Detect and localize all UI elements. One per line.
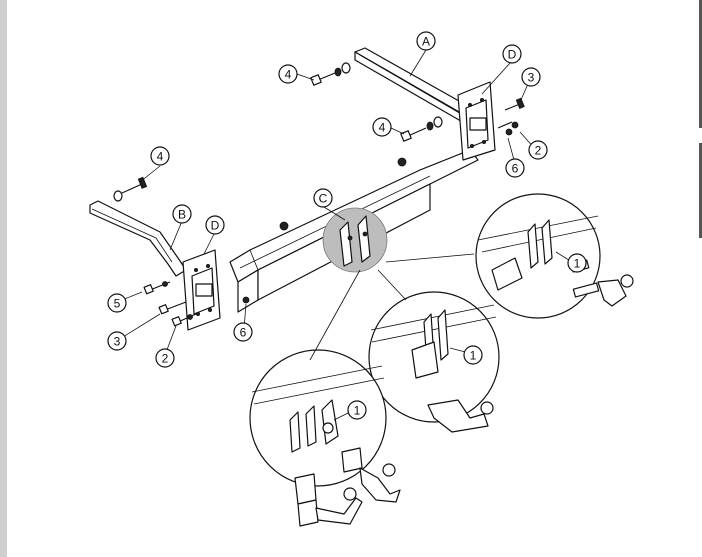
callout-5: 5 <box>107 293 127 313</box>
callout-4-top-label: 4 <box>285 68 292 82</box>
callout-d-left: D <box>205 215 225 235</box>
callout-2-left-label: 2 <box>162 352 169 366</box>
detail-circle-upper-right <box>475 193 634 319</box>
callout-6-right-label: 6 <box>512 162 519 176</box>
callout-a-label: A <box>422 35 430 49</box>
bracket-a <box>354 47 476 125</box>
callout-d-right-label: D <box>508 48 517 62</box>
detail-circle-middle <box>368 291 500 433</box>
callout-6-left-label: 6 <box>240 326 247 340</box>
callout-1-upper-right-label: 1 <box>574 257 581 271</box>
callout-3-left-label: 3 <box>114 335 121 349</box>
left-edge-bar <box>0 0 7 557</box>
callouts: A B C D D 4 4 4 <box>107 31 587 420</box>
callout-2-left: 2 <box>155 348 175 368</box>
callout-a: A <box>416 31 436 51</box>
callout-c-label: C <box>319 192 328 206</box>
callout-5-label: 5 <box>114 297 121 311</box>
callout-d-right: D <box>502 44 522 64</box>
right-edge-bar-bottom <box>699 143 702 238</box>
callout-3-left: 3 <box>107 331 127 351</box>
callout-b-label: B <box>178 208 186 222</box>
bracket-b <box>89 200 187 277</box>
callout-4-left-label: 4 <box>157 150 164 164</box>
right-edge-bar-top <box>699 0 702 128</box>
callout-4-mid-label: 4 <box>379 121 386 135</box>
leader-lines <box>116 49 573 421</box>
callout-4-top: 4 <box>278 64 298 84</box>
side-plate-d-right <box>457 81 496 161</box>
callout-1-lower-label: 1 <box>354 404 361 418</box>
callout-4-left: 4 <box>150 146 170 166</box>
callout-1-lower: 1 <box>347 400 367 420</box>
callout-2-right-label: 2 <box>535 144 542 158</box>
detail-area-c <box>322 207 388 273</box>
detail-circle-lower <box>249 349 387 487</box>
callout-3-right: 3 <box>521 67 541 87</box>
callout-1-middle-label: 1 <box>470 349 477 363</box>
callout-1-middle: 1 <box>463 345 483 365</box>
callout-4-mid: 4 <box>372 117 392 137</box>
callout-2-right: 2 <box>528 140 548 160</box>
callout-3-right-label: 3 <box>528 71 535 85</box>
callout-1-upper-right: 1 <box>567 253 587 273</box>
fasteners <box>113 62 525 327</box>
detachable-tow-ball-assembly <box>294 447 401 527</box>
callout-c: C <box>313 188 333 208</box>
callout-d-left-label: D <box>211 219 220 233</box>
callout-b: B <box>172 204 192 224</box>
callout-6-left: 6 <box>233 322 253 342</box>
callout-6-right: 6 <box>505 158 525 178</box>
